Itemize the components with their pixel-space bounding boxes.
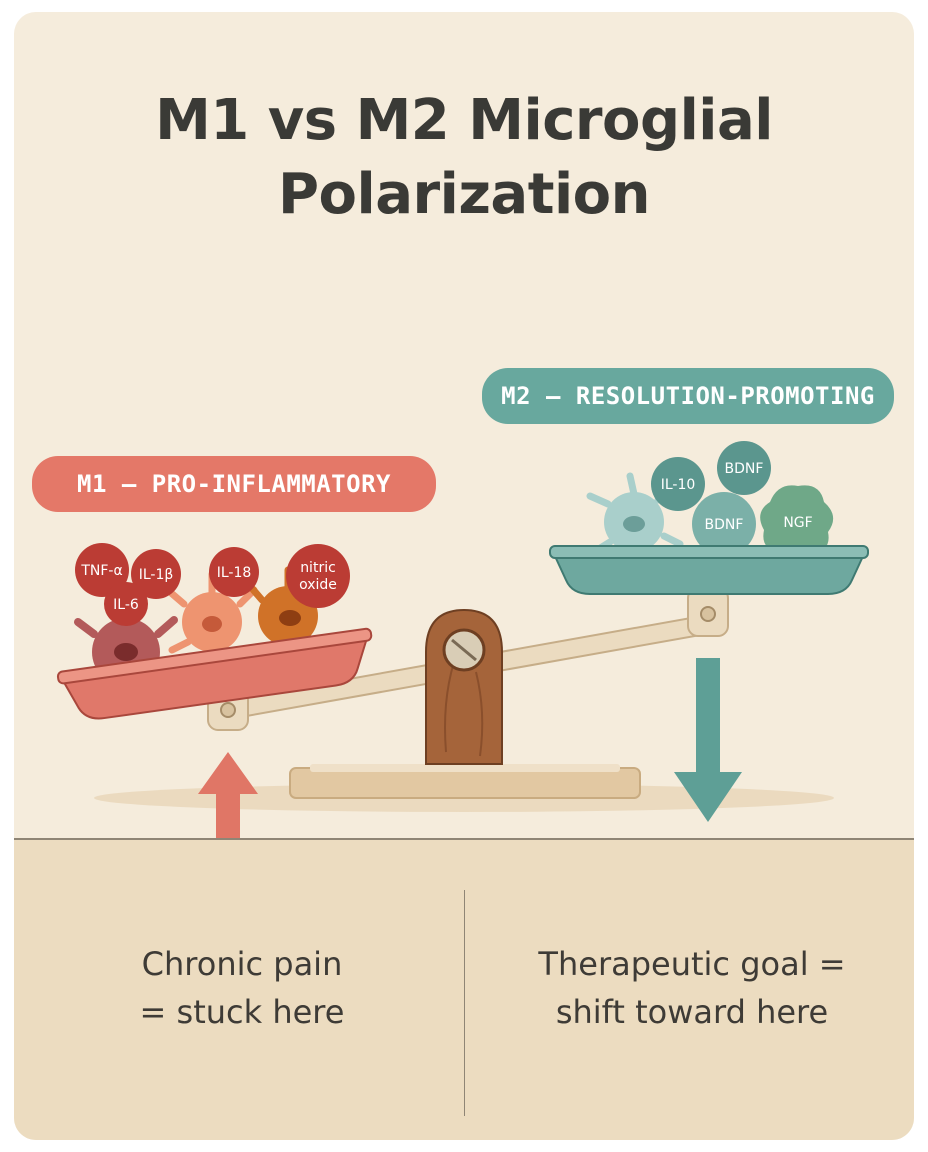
- cell-process: [166, 570, 258, 654]
- bolt-slot: [451, 638, 477, 662]
- caption-panel: Chronic pain = stuck here Therapeutic go…: [14, 838, 914, 1140]
- cytokine-label: oxide: [299, 577, 337, 593]
- cytokine-label: TNF-α: [80, 563, 122, 579]
- title-line-1: M1 vs M2 Microglial: [155, 88, 773, 153]
- page-title: M1 vs M2 Microglial Polarization: [14, 84, 914, 232]
- factor-bdnf: [717, 441, 771, 495]
- caption-line: Chronic pain: [141, 945, 343, 983]
- up-arrow-icon: [198, 752, 258, 842]
- right-hanger-pin: [700, 606, 716, 622]
- wood-grain: [444, 661, 455, 753]
- cell-nucleus: [279, 610, 301, 626]
- m1-pan-rim: [56, 627, 373, 685]
- cytokine-il-1beta: [131, 549, 181, 599]
- factor-bdnf: [692, 492, 756, 556]
- factor-label: IL-10: [661, 477, 696, 493]
- m2-pan: [549, 545, 869, 595]
- cytokine-tnf-alpha: [75, 543, 129, 597]
- scale-base-top: [310, 764, 620, 772]
- factor-il-10: [651, 457, 705, 511]
- caption-line: shift toward here: [555, 993, 829, 1031]
- m2-cell-cluster: IL-10 BDNF BDNF NGF: [586, 441, 834, 560]
- up-arrow-shape: [198, 752, 258, 842]
- left-hanger-pin: [220, 702, 236, 718]
- diagram-card: M1 vs M2 Microglial Polarization: [14, 12, 914, 1140]
- cell-nucleus: [202, 616, 222, 632]
- scale-base: [289, 767, 641, 799]
- factor-label: NGF: [783, 515, 812, 531]
- therapeutic-goal-caption: Therapeutic goal = shift toward here: [482, 940, 902, 1036]
- cytokine-label: IL-6: [113, 597, 139, 613]
- factor-label: BDNF: [725, 461, 764, 477]
- m1-label-pill: M1 — PRO-INFLAMMATORY: [32, 456, 436, 512]
- chronic-pain-caption: Chronic pain = stuck here: [32, 940, 452, 1036]
- balance-scale-illustration: TNF-α IL-1β IL-6 IL-18 nitric oxide IL-1…: [56, 441, 869, 842]
- factor-label: BDNF: [705, 517, 744, 533]
- m2-label-pill: M2 — RESOLUTION-PROMOTING: [482, 368, 894, 424]
- m1-pan: [56, 627, 373, 720]
- cell-nucleus: [114, 643, 138, 661]
- cytokine-il-6: [104, 582, 148, 626]
- down-arrow-icon: [674, 658, 742, 822]
- cytokine-label: IL-18: [217, 565, 252, 581]
- nitric-oxide-bubble: [286, 544, 350, 608]
- caption-divider: [464, 890, 465, 1116]
- m2-pan-bowl: [552, 553, 866, 595]
- factor-ngf: [760, 485, 834, 560]
- wood-grain: [475, 671, 484, 757]
- cell-nucleus: [623, 516, 645, 532]
- m1-cytokine-bubbles: TNF-α IL-1β IL-6 IL-18 nitric oxide: [75, 543, 350, 626]
- caption-line: = stuck here: [139, 993, 345, 1031]
- cytokine-label: nitric: [300, 560, 336, 576]
- m2-pan-rim: [549, 545, 869, 559]
- title-line-2: Polarization: [278, 162, 651, 227]
- cytokine-label: IL-1β: [139, 567, 174, 583]
- m1-pan-bowl: [60, 635, 369, 720]
- down-arrow-shape: [674, 658, 742, 822]
- cytokine-il-18: [209, 547, 259, 597]
- caption-line: Therapeutic goal =: [538, 945, 846, 983]
